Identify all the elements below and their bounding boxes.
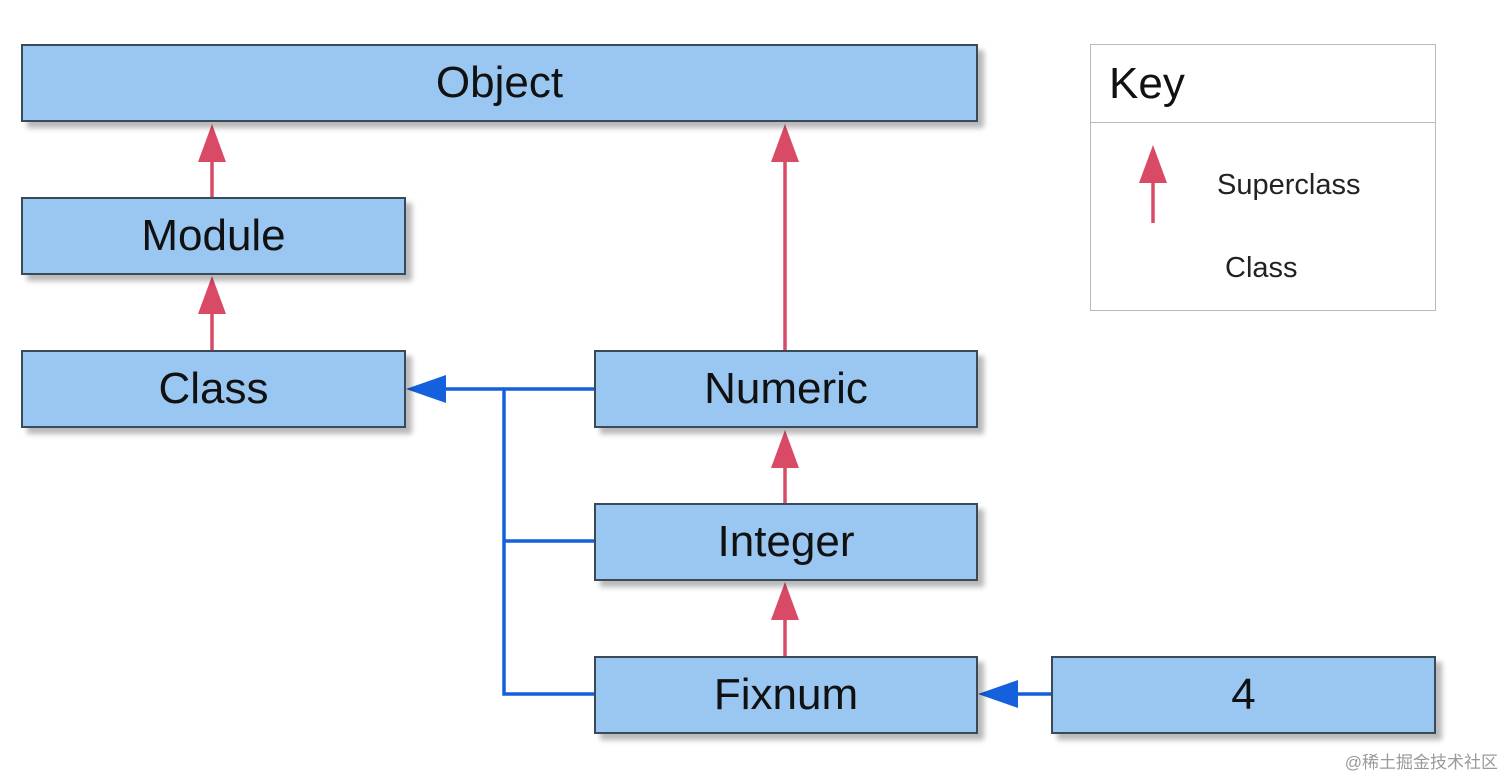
class-arrowhead <box>406 375 446 403</box>
legend-key: Key Superclass Class <box>1090 44 1436 311</box>
module-node: Module <box>21 197 406 275</box>
instance-to-fixnum-arrowhead <box>978 680 1018 708</box>
class-to-module-arrowhead <box>198 276 226 314</box>
instance-4-node: 4 <box>1051 656 1436 734</box>
numeric-node: Numeric <box>594 350 978 428</box>
class-node: Class <box>21 350 406 428</box>
integer-node: Integer <box>594 503 978 581</box>
key-title: Key <box>1091 45 1435 123</box>
object-node: Object <box>21 44 978 122</box>
module-to-object-arrowhead <box>198 124 226 162</box>
key-class-label: Class <box>1225 252 1298 284</box>
superclass-arrow-icon <box>1139 145 1167 223</box>
integer-to-numeric-arrowhead <box>771 430 799 468</box>
watermark: @稀土掘金技术社区 <box>1344 753 1498 772</box>
fixnum-node: Fixnum <box>594 656 978 734</box>
numeric-to-object-arrowhead <box>771 124 799 162</box>
key-superclass-label: Superclass <box>1217 169 1361 201</box>
fixnum-to-integer-arrowhead <box>771 582 799 620</box>
